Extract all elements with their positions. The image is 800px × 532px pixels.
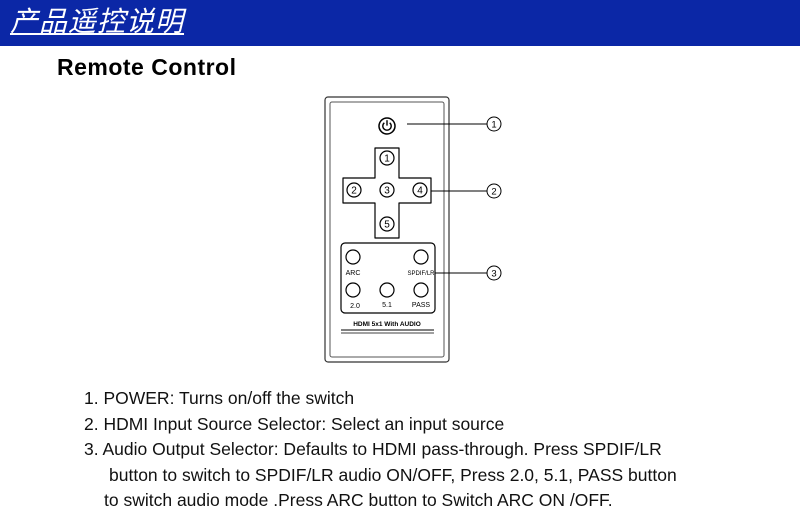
input-button-5[interactable]: 5 xyxy=(379,216,395,232)
power-icon xyxy=(382,120,392,131)
surround-5-1-label: 5.1 xyxy=(382,302,392,309)
input-button-4-label: 4 xyxy=(417,186,423,197)
description-list: 1. POWER: Turns on/off the switch 2. HDM… xyxy=(84,386,784,514)
stereo-2-0-button[interactable] xyxy=(345,282,361,298)
description-item-power: 1. POWER: Turns on/off the switch xyxy=(84,388,355,408)
spdif-lr-button[interactable] xyxy=(413,249,429,265)
pass-label: PASS xyxy=(412,302,430,309)
section-title: Remote Control xyxy=(57,54,237,80)
header-banner: 产品遥控说明 xyxy=(0,0,800,46)
input-button-1-label: 1 xyxy=(384,154,390,165)
callout-marker-2-label: 2 xyxy=(491,187,496,198)
callout-marker-3: 3 xyxy=(486,265,502,281)
callout-marker-1-label: 1 xyxy=(491,120,496,131)
model-label: HDMI 5x1 With AUDIO xyxy=(353,321,421,328)
callout-marker-1: 1 xyxy=(486,116,502,132)
description-item-audio-selector-continued-2: to switch audio mode .Press ARC button t… xyxy=(104,490,613,510)
input-button-3[interactable]: 3 xyxy=(379,182,395,198)
power-button[interactable] xyxy=(378,117,396,135)
spdif-lr-label: SPDIF/LR xyxy=(407,271,435,277)
stereo-2-0-label: 2.0 xyxy=(350,303,360,310)
surround-5-1-button[interactable] xyxy=(379,282,395,298)
input-button-4[interactable]: 4 xyxy=(412,182,428,198)
pass-button[interactable] xyxy=(413,282,429,298)
callout-marker-2: 2 xyxy=(486,183,502,199)
banner-title: 产品遥控说明 xyxy=(10,5,185,38)
input-button-1[interactable]: 1 xyxy=(379,150,395,166)
input-button-2[interactable]: 2 xyxy=(346,182,362,198)
description-item-audio-selector: 3. Audio Output Selector: Defaults to HD… xyxy=(84,439,662,459)
callout-marker-3-label: 3 xyxy=(491,269,496,280)
input-button-2-label: 2 xyxy=(351,186,357,197)
description-item-audio-selector-continued: button to switch to SPDIF/LR audio ON/OF… xyxy=(109,464,677,485)
arc-label: ARC xyxy=(346,270,361,277)
audio-selector-panel xyxy=(340,242,436,314)
input-button-5-label: 5 xyxy=(384,220,390,231)
remote-body-inner xyxy=(329,101,445,358)
input-button-3-label: 3 xyxy=(384,186,390,197)
arc-button[interactable] xyxy=(345,249,361,265)
description-item-input-selector: 2. HDMI Input Source Selector: Select an… xyxy=(84,413,505,434)
